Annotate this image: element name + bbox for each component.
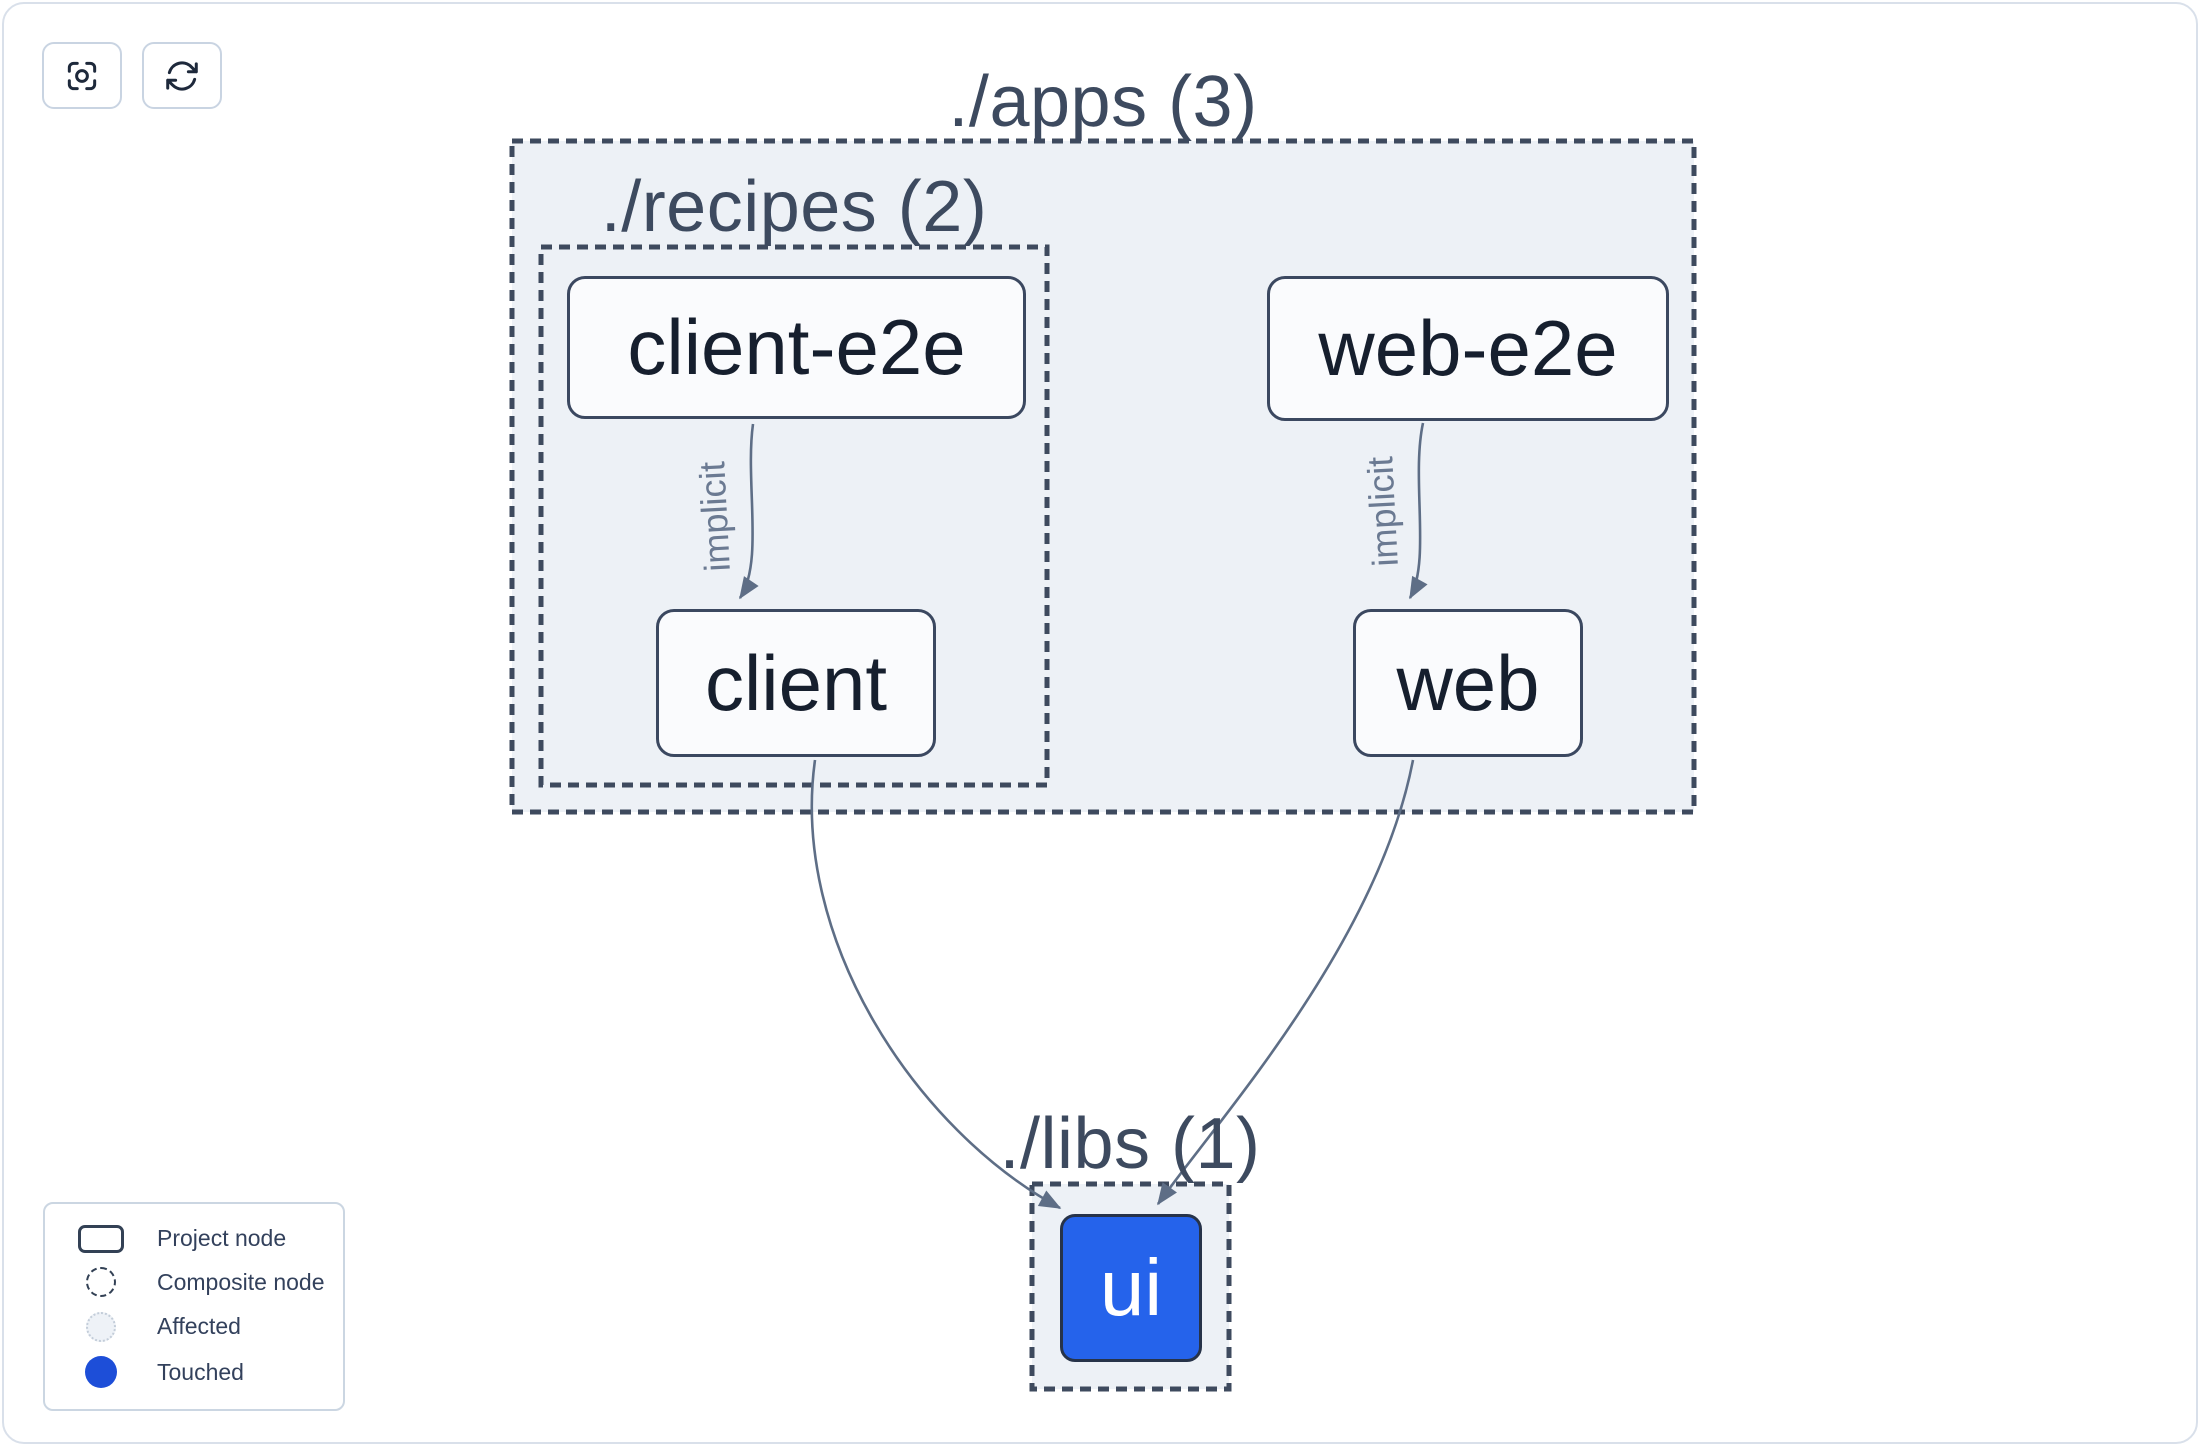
container-title-recipes[interactable]: ./recipes (2) bbox=[600, 167, 988, 247]
edge-web-e2e-to-web bbox=[1408, 422, 1428, 600]
legend-label: Touched bbox=[157, 1358, 244, 1385]
node-web[interactable]: web bbox=[1353, 609, 1583, 757]
refresh-cycle-icon bbox=[166, 60, 198, 91]
graph-legend: Project node Composite node Affected Tou… bbox=[43, 1202, 345, 1411]
legend-item-composite-node: Composite node bbox=[45, 1267, 343, 1298]
edge-label-implicit-left: implicit bbox=[691, 461, 738, 573]
reset-focus-button[interactable] bbox=[42, 42, 122, 109]
node-client-e2e[interactable]: client-e2e bbox=[567, 276, 1026, 419]
composite-node-swatch-icon bbox=[86, 1267, 116, 1298]
refresh-graph-button[interactable] bbox=[142, 42, 222, 109]
node-client[interactable]: client bbox=[656, 609, 936, 757]
legend-item-affected: Affected bbox=[45, 1311, 343, 1342]
edge-label-implicit-right: implicit bbox=[1359, 456, 1406, 568]
node-ui[interactable]: ui bbox=[1060, 1214, 1202, 1362]
container-title-libs[interactable]: ./libs (1) bbox=[999, 1104, 1261, 1184]
legend-item-project-node: Project node bbox=[45, 1224, 343, 1253]
edge-client-e2e-to-client bbox=[738, 423, 759, 600]
legend-label: Affected bbox=[157, 1313, 241, 1340]
edge-web-to-ui bbox=[1156, 759, 1415, 1206]
node-web-e2e[interactable]: web-e2e bbox=[1267, 276, 1669, 421]
legend-label: Composite node bbox=[157, 1268, 325, 1295]
crosshair-focus-icon bbox=[67, 61, 97, 90]
legend-item-touched: Touched bbox=[45, 1356, 343, 1389]
legend-label: Project node bbox=[157, 1225, 287, 1252]
project-node-swatch-icon bbox=[78, 1224, 124, 1253]
edge-client-to-ui bbox=[810, 759, 1062, 1210]
container-title-apps[interactable]: ./apps (3) bbox=[948, 62, 1258, 142]
affected-swatch-icon bbox=[86, 1311, 116, 1342]
touched-swatch-icon bbox=[85, 1356, 117, 1389]
